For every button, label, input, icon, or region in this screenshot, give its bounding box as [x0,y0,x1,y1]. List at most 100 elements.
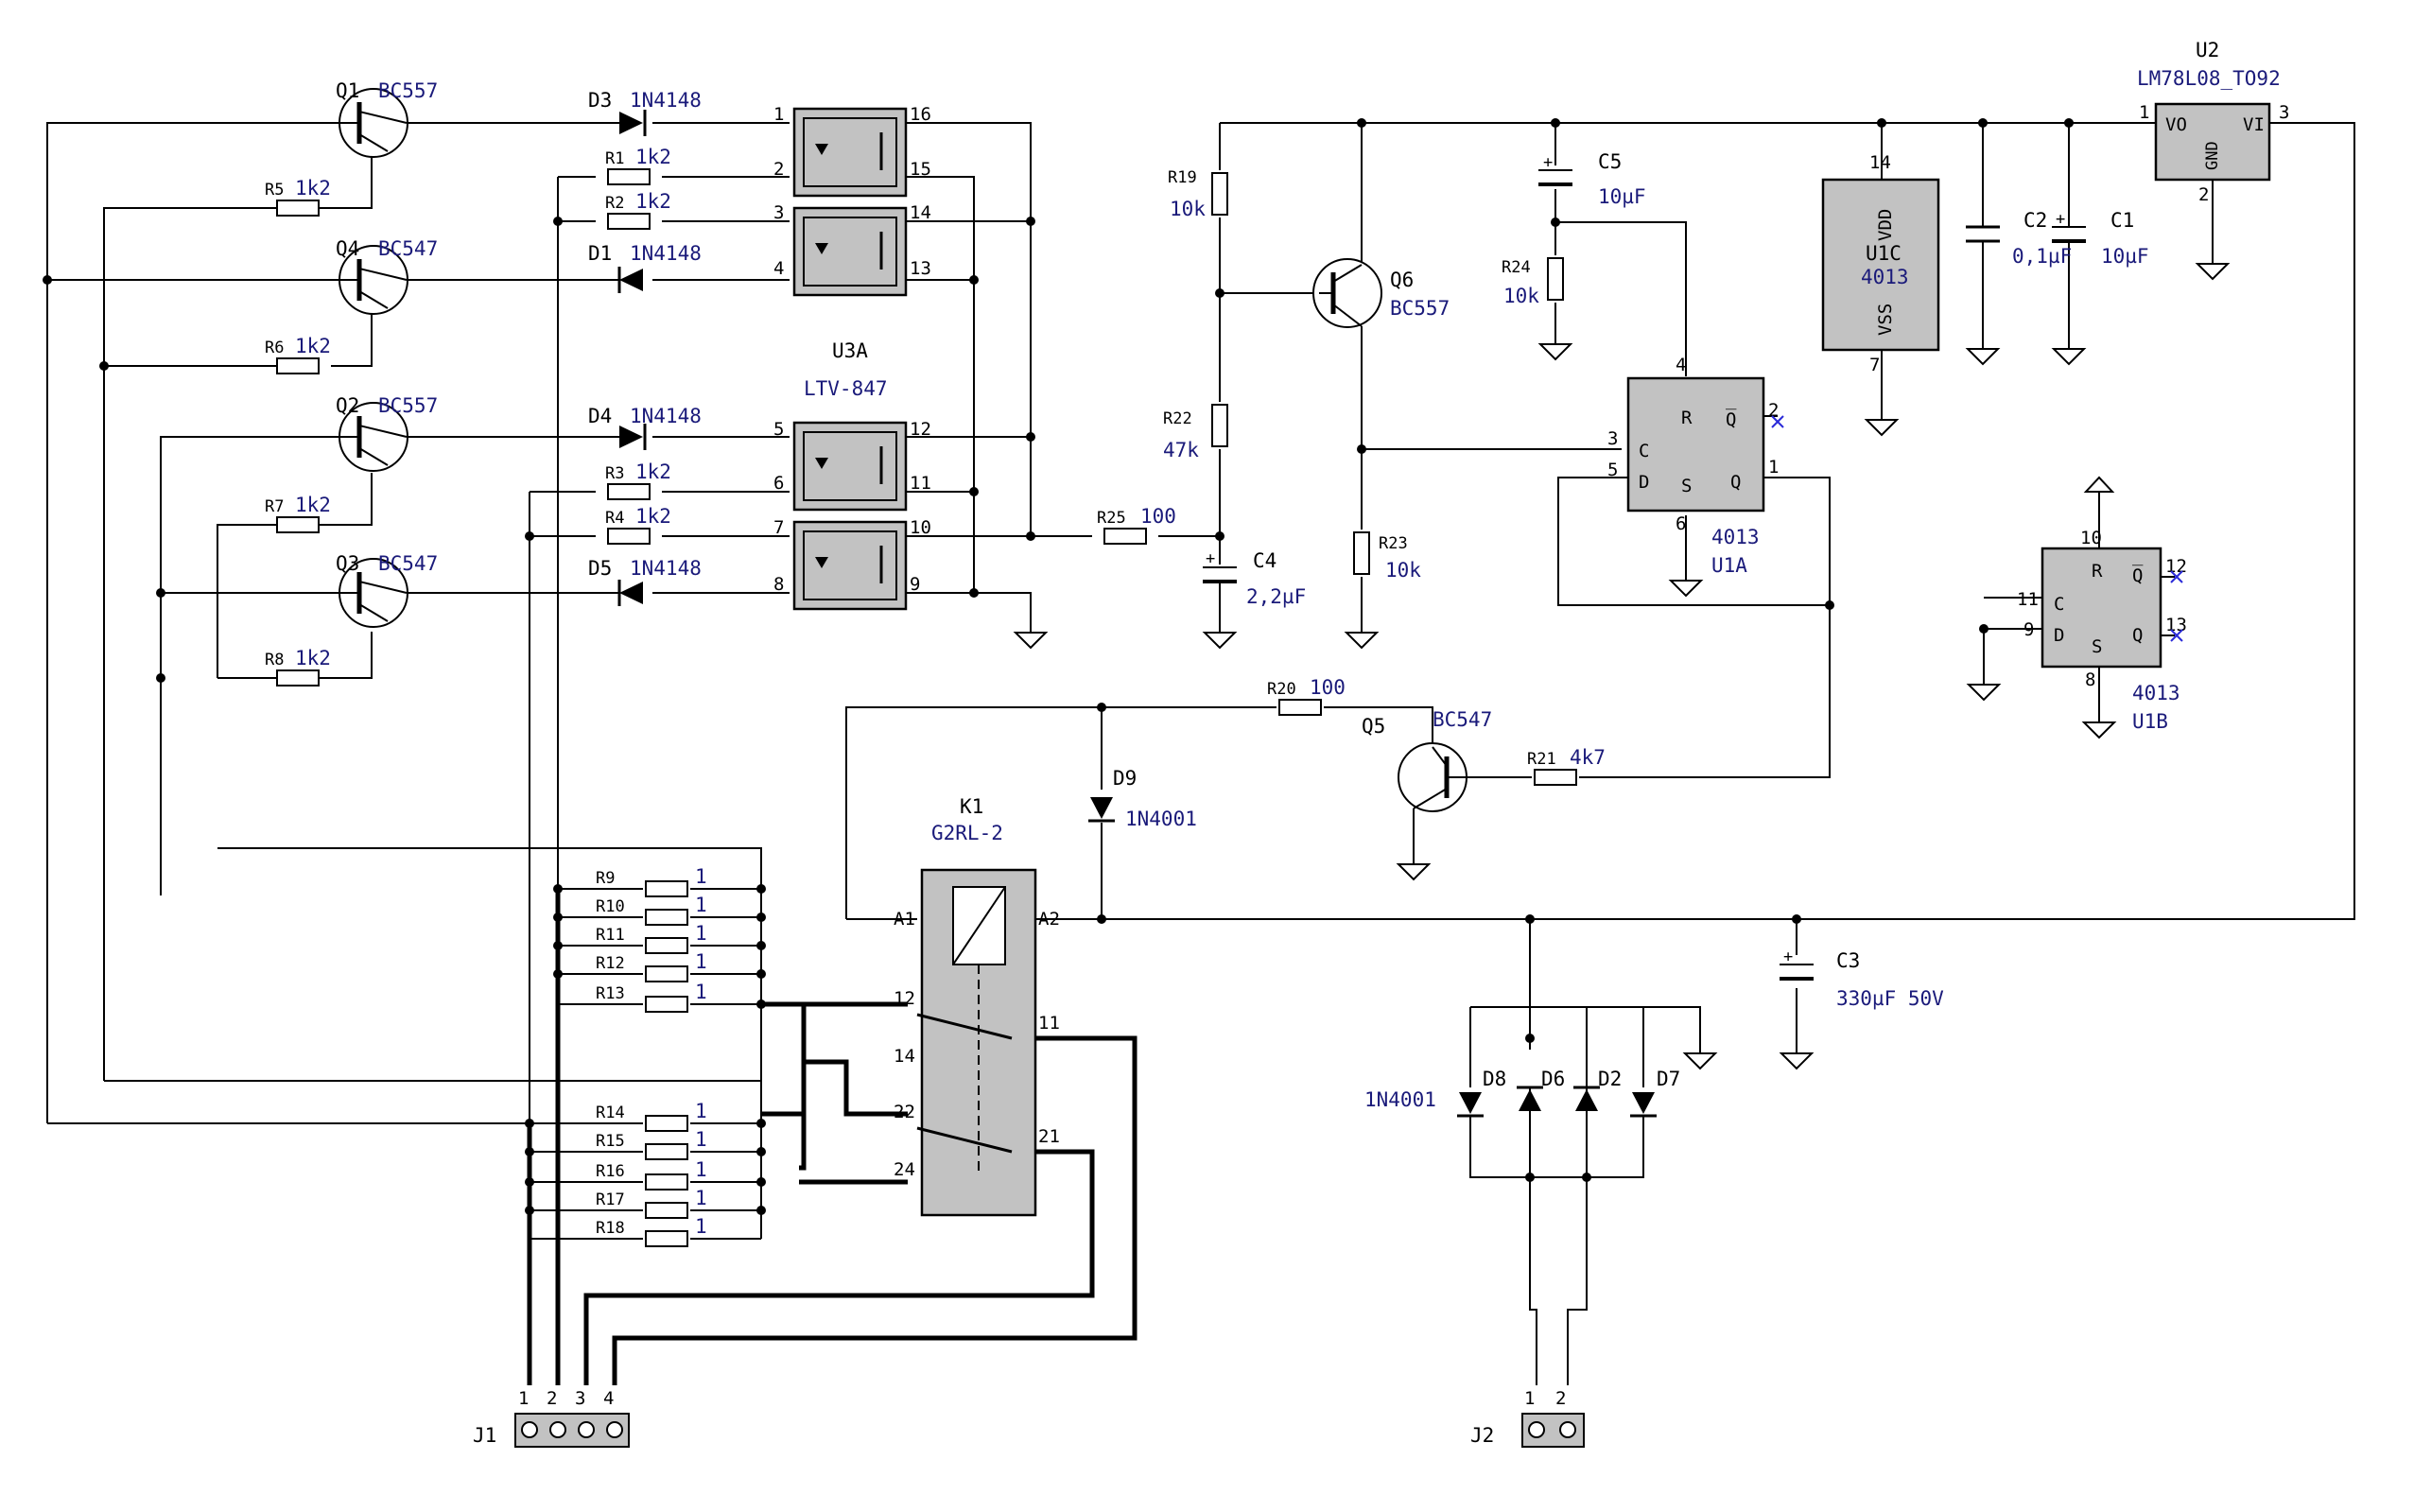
r16-ref: R16 [596,1162,625,1181]
r15-ref: R15 [596,1132,625,1151]
u2-vo: VO [2165,114,2187,135]
k1-ref: K1 [960,795,983,818]
u1a-ref: U1A [1711,554,1747,577]
c4-ref: C4 [1253,549,1276,572]
r3-ref: R3 [605,464,624,483]
j1-pin-4: 4 [603,1388,614,1409]
r19-ref: R19 [1168,168,1197,187]
u1b-pin-9: 9 [2023,619,2034,640]
r24-ref: R24 [1502,258,1531,277]
r5-ref: R5 [265,181,284,200]
r20-ref: R20 [1267,680,1296,699]
u1a-d: D [1639,472,1649,493]
transistor-q5: Q5 BC547 [1362,708,1492,812]
k1-pin-24: 24 [894,1159,915,1180]
q1-value: BC557 [378,79,438,102]
d4-value: 1N4148 [630,405,702,427]
diode-d5: D5 1N4148 [588,557,702,606]
k1-pin-11: 11 [1038,1013,1060,1034]
transistor-q3: Q3 BC547 [336,552,438,628]
r18-ref: R18 [596,1219,625,1238]
r14-ref: R14 [596,1104,625,1122]
power-u1c: VDD VSS U1C 4013 14 7 [1821,152,1940,375]
u1a-pin-4: 4 [1676,355,1686,375]
r4-value: 1k2 [635,505,671,528]
capacitor-c4: + C4 2,2µF [1203,549,1306,619]
r16-value: 1 [695,1158,707,1181]
c3-value: 330µF 50V [1836,987,1944,1010]
c1-value: 10µF [2101,245,2149,268]
transistor-q1: Q1 BC557 [336,79,438,158]
u1b-pin-12: 12 [2165,556,2187,577]
r12-ref: R12 [596,954,625,973]
capacitor-c5: + C5 10µF [1538,150,1646,208]
d3-value: 1N4148 [630,89,702,112]
r12-value: 1 [695,950,707,973]
q5-ref: Q5 [1362,715,1385,738]
c3-ref: C3 [1836,949,1860,972]
opto-pin-5: 5 [773,419,784,440]
opto-pin-14: 14 [910,202,931,223]
u1c-pin-7: 7 [1869,355,1880,375]
r25-ref: R25 [1097,509,1126,528]
u1a-pin-2: 2 [1768,400,1779,421]
opto-pin-9: 9 [910,574,920,595]
u1a-pin-1: 1 [1768,457,1779,478]
d4-ref: D4 [588,405,612,427]
d5-value: 1N4148 [630,557,702,580]
transistor-q2: Q2 BC557 [336,394,438,472]
r7-value: 1k2 [295,494,331,516]
transistor-q6: Q6 BC557 [1312,258,1450,328]
opto-pin-16: 16 [910,104,931,125]
r11-value: 1 [695,922,707,945]
u1a-pin-5: 5 [1607,460,1618,480]
u1b-s: S [2092,636,2102,657]
u1b-pin-8: 8 [2085,669,2095,690]
u1b-d: D [2054,625,2064,646]
r2-value: 1k2 [635,190,671,213]
d8-ref: D8 [1483,1068,1506,1090]
capacitor-c1: + C1 10µF [2052,209,2149,268]
r2-ref: R2 [605,194,624,213]
r15-value: 1 [695,1128,707,1151]
r4-ref: R4 [605,509,624,528]
d7-ref: D7 [1657,1068,1680,1090]
opto-pin-6: 6 [773,473,784,494]
r1-ref: R1 [605,149,624,168]
r10-value: 1 [695,894,707,916]
resistor-bank-bottom: R14 R15 R16 R17 R18 1 1 1 1 1 [596,1100,707,1247]
u1c-vss: VSS [1875,304,1896,336]
opto-pin-7: 7 [773,517,784,538]
c5-value: 10µF [1598,185,1646,208]
flipflop-u1b: C D R S Q Q̅ 11 9 10 8 13 12 4013 U1B [2017,476,2187,733]
u2-pin-2: 2 [2198,184,2209,205]
diode-d3: D3 1N4148 [588,89,702,136]
r17-value: 1 [695,1187,707,1209]
q6-ref: Q6 [1390,269,1414,291]
r6-ref: R6 [265,339,284,357]
j1-ref: J1 [473,1424,496,1447]
r17-ref: R17 [596,1190,625,1209]
d9-value: 1N4001 [1125,808,1197,830]
q3-ref: Q3 [336,552,359,575]
c2-ref: C2 [2023,209,2047,232]
j1-pin-2: 2 [547,1388,557,1409]
regulator-u2: VO VI GND 1 3 2 U2 LM78L08_TO92 [2137,39,2289,205]
diode-d9: D9 1N4001 [1088,767,1197,830]
k1-value: G2RL-2 [931,822,1003,844]
k1-pin-12: 12 [894,988,915,1009]
opto-pin-10: 10 [910,517,931,538]
q3-value: BC547 [378,552,438,575]
junctions [43,118,2074,1215]
k1-pin-14: 14 [894,1046,915,1067]
u3a-ref: U3A [832,339,868,362]
r19-value: 10k [1170,198,1206,220]
u1a-s: S [1681,476,1692,496]
r1-value: 1k2 [635,146,671,168]
r22-ref: R22 [1163,409,1192,428]
u1b-qbar: Q̅ [2132,565,2144,586]
u1c-vdd: VDD [1875,209,1896,241]
d1-ref: D1 [588,242,612,265]
u1b-pin-11: 11 [2017,589,2039,610]
